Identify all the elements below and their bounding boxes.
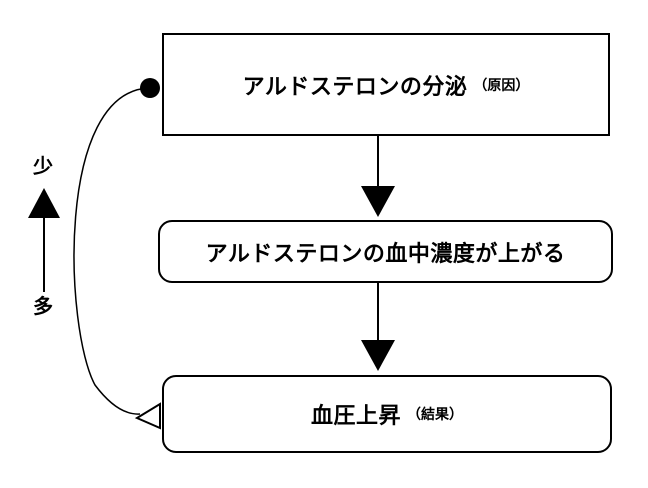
scale-label-more: 多 <box>33 294 53 318</box>
feedback-dot-end <box>140 78 160 98</box>
mid-node: アルドステロンの血中濃度が上がる <box>158 220 613 283</box>
result-node-note: （結果） <box>407 407 463 423</box>
feedback-curve <box>73 87 151 415</box>
cause-node: アルドステロンの分泌 （原因） <box>162 33 610 136</box>
result-node-label: 血圧上昇 <box>310 404 401 429</box>
arrow-mid-to-result-head <box>361 340 395 371</box>
scale-arrow-head <box>28 188 60 218</box>
cause-node-label: アルドステロンの分泌 <box>242 74 468 100</box>
feedback-open-arrow-head <box>134 402 161 430</box>
result-node: 血圧上昇 （結果） <box>162 375 612 453</box>
cause-node-note: （原因） <box>473 77 530 94</box>
mid-node-label: アルドステロンの血中濃度が上がる <box>205 241 566 267</box>
scale-label-less: 少 <box>33 154 53 178</box>
arrow-cause-to-mid-head <box>361 186 395 217</box>
